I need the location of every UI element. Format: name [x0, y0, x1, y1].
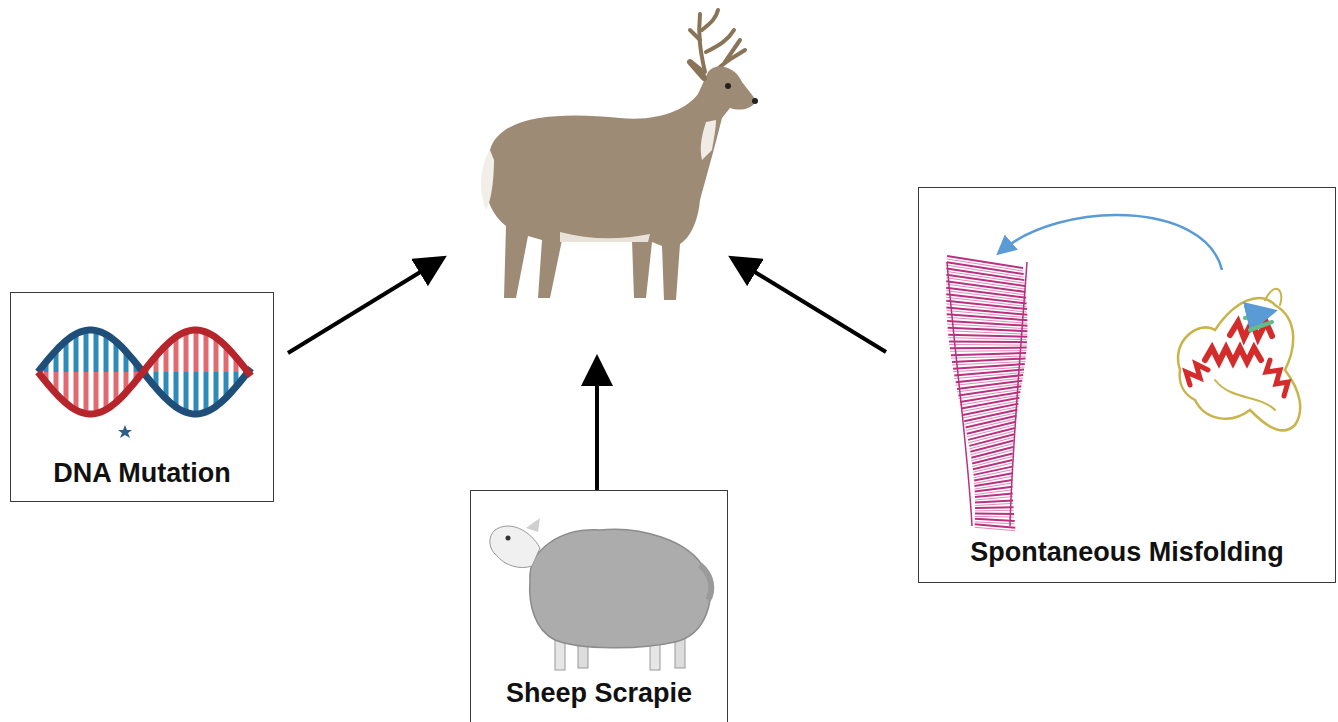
base-pair [184, 372, 189, 412]
fibril-strand [947, 314, 1028, 320]
box-label: DNA Mutation [11, 458, 273, 489]
base-pair [194, 330, 199, 372]
base-pair [84, 372, 89, 414]
fibril-strand [971, 447, 1013, 458]
fibril-strand [950, 347, 1027, 350]
fibril-edge [1010, 262, 1027, 526]
fibril-strand [963, 404, 1019, 415]
base-pair [104, 372, 109, 410]
box-label: Sheep Scrapie [471, 678, 727, 709]
fibril-strand [954, 370, 1024, 376]
base-pair [184, 332, 189, 372]
fibril-strand [948, 328, 1028, 331]
dna-box: DNA Mutation [10, 292, 274, 502]
base-pair [94, 331, 99, 372]
fibril-strand [964, 410, 1017, 422]
box-label: Spontaneous Misfolding [919, 537, 1335, 568]
fibril-strand [975, 522, 1015, 524]
fibril-strand [947, 259, 1023, 271]
deer-body [484, 67, 756, 300]
deer-figure [481, 10, 758, 300]
fibril-strand [947, 256, 1023, 268]
fibril-strand [974, 480, 1012, 486]
fibril-strand [975, 497, 1013, 500]
fibril-strand [975, 494, 1013, 497]
base-pair [74, 334, 79, 372]
base-pair [94, 372, 99, 413]
dna-strand [38, 330, 251, 414]
fibril-strand [968, 428, 1015, 440]
fibril-strand [967, 422, 1016, 434]
fibril-strand [948, 335, 1027, 337]
sheep-figure [490, 518, 711, 670]
fibril-strand [969, 434, 1014, 446]
folded-protein [1178, 289, 1300, 431]
fibril-strand [951, 356, 1026, 358]
fibril-strand [950, 350, 1027, 352]
mutation-star [118, 425, 132, 438]
conversion-arrow [1000, 215, 1222, 270]
fibril-strand [949, 340, 1027, 343]
fibril-strand [946, 281, 1025, 292]
fibril-strand [951, 353, 1026, 355]
fibril-strand [975, 510, 1013, 512]
fibril-strand [975, 524, 1016, 527]
fibril-strand [975, 512, 1014, 515]
base-pair [104, 334, 109, 372]
fibril-strand [948, 331, 1028, 334]
dna-helix [38, 330, 251, 414]
fibril-strand [975, 506, 1013, 509]
fibril-strand [946, 275, 1025, 286]
base-pair [74, 372, 79, 410]
fibril-strand [975, 516, 1014, 518]
fibril-strand [975, 500, 1013, 502]
base-pair [194, 372, 199, 414]
fibril-strand [947, 268, 1025, 280]
fibril-strand [975, 519, 1015, 521]
fibril-edge [947, 262, 972, 526]
base-pair [84, 330, 89, 372]
arrows [288, 260, 886, 490]
fibril-strand [975, 503, 1013, 505]
fibril-strand [949, 344, 1027, 346]
deer-tail [481, 150, 494, 210]
fibril-strand [961, 398, 1019, 409]
fibril-strand [966, 416, 1017, 428]
misfolding-box: Spontaneous Misfolding [918, 187, 1336, 583]
fibril-strand [948, 338, 1027, 340]
fibril-strand [975, 527, 1016, 530]
dna-strand [38, 330, 251, 414]
amyloid-fibril [946, 256, 1027, 531]
base-pair [204, 332, 209, 372]
sheep-box: Sheep Scrapie [470, 490, 728, 722]
base-pair [204, 372, 209, 412]
fibril-strand [952, 359, 1026, 362]
fibril-strand [970, 441, 1013, 452]
fibril-strand [947, 262, 1024, 274]
